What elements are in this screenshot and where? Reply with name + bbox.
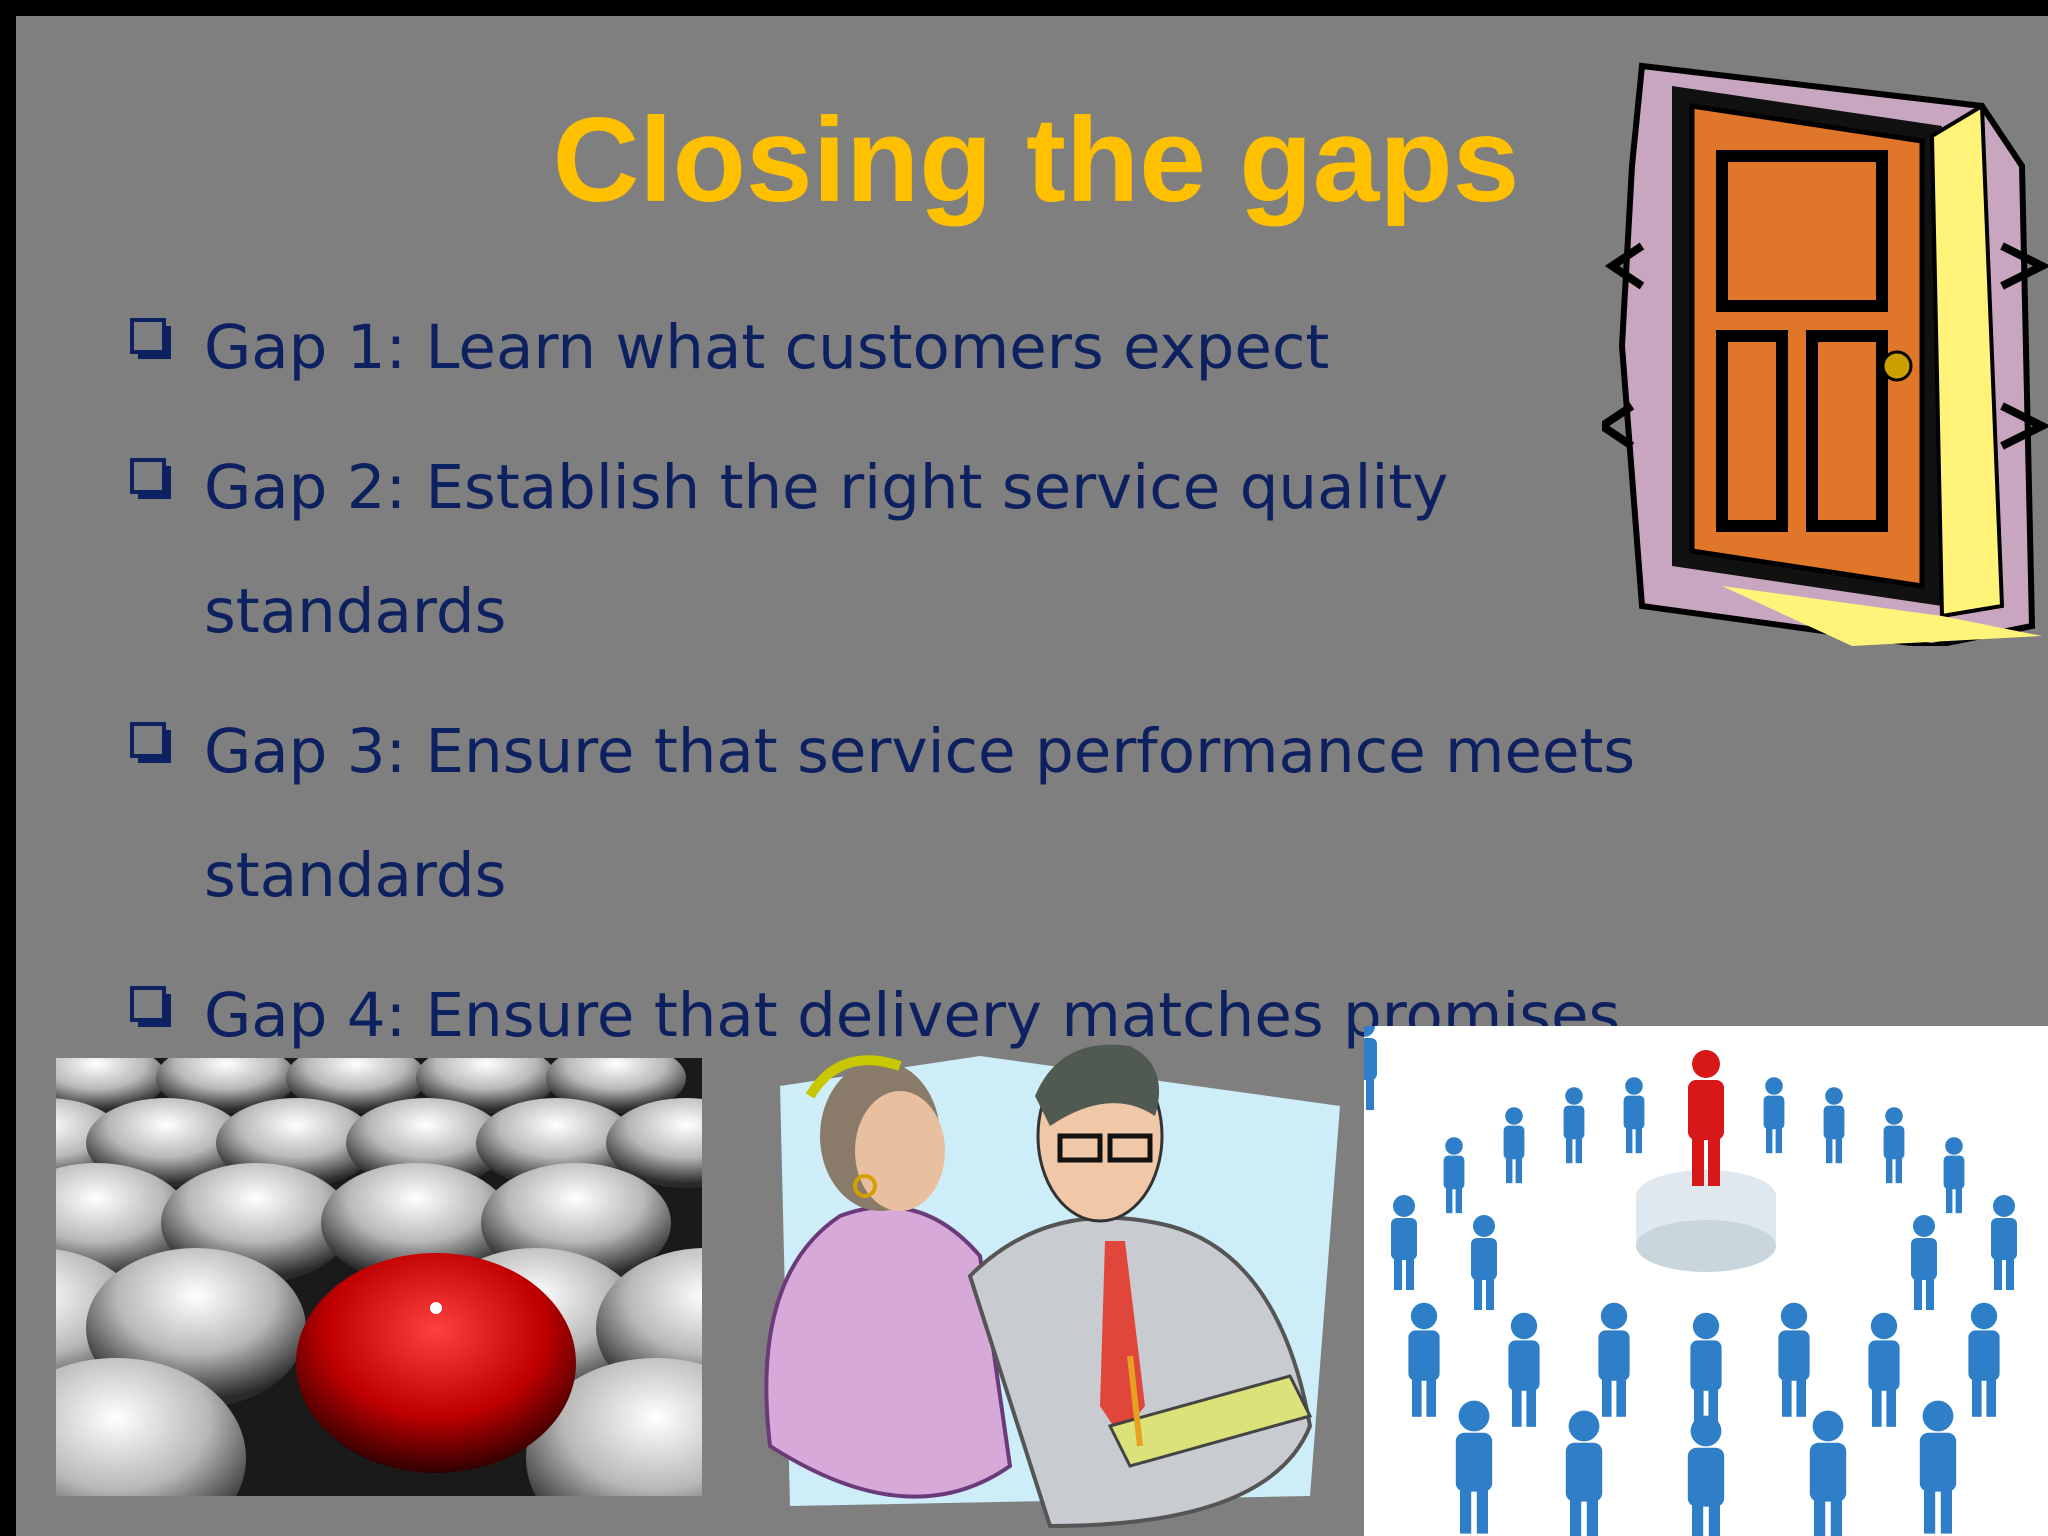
bullet-item: Gap 1: Learn what customers expect <box>114 286 1674 410</box>
open-door-clipart <box>1602 62 2048 646</box>
slide: Closing the gaps Gap 1: Learn what custo… <box>16 16 2048 1536</box>
bullet-item: Gap 3: Ensure that service performance m… <box>114 690 1674 938</box>
slide-title: Closing the gaps <box>552 93 1520 227</box>
checkbox-icon <box>130 986 171 1027</box>
leader-in-crowd-circle-image <box>1364 1026 2048 1536</box>
bullet-text: Gap 2: Establish the right service quali… <box>204 452 1449 647</box>
bullet-item: Gap 2: Establish the right service quali… <box>114 426 1674 674</box>
bullet-text: Gap 1: Learn what customers expect <box>204 312 1330 383</box>
bullet-text: Gap 3: Ensure that service performance m… <box>204 716 1636 911</box>
checkbox-icon <box>130 458 171 499</box>
red-ball-among-white-balls-image <box>56 1058 702 1496</box>
checkbox-icon <box>130 318 171 359</box>
two-people-reviewing-document-clipart <box>764 1044 1340 1529</box>
bullet-list: Gap 1: Learn what customers expect Gap 2… <box>114 286 1674 1094</box>
checkbox-icon <box>130 722 171 763</box>
